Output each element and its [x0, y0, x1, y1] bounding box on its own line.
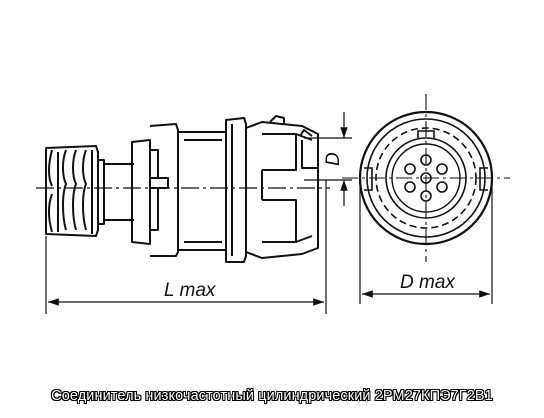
inner-ring: [391, 143, 461, 213]
contact-pin: [404, 181, 416, 193]
contact-pins: [404, 154, 448, 202]
small-diameter-dimension: [304, 112, 352, 206]
knurled-nut: [45, 145, 105, 237]
caption: Соединитель низкочастотный цилиндрически…: [51, 388, 493, 404]
coupling-ring: [225, 117, 247, 263]
contact-pin: [436, 181, 448, 193]
right-tab: [479, 167, 488, 191]
diameter-dimension: [359, 180, 493, 304]
front-view: [342, 94, 510, 262]
small-diameter-label: D: [323, 152, 344, 166]
outer-ring: [358, 110, 494, 246]
connector-neck: [104, 139, 169, 245]
insert-ring: [385, 137, 467, 219]
contact-pin: [436, 163, 448, 175]
side-view: [36, 115, 330, 263]
left-tab: [364, 167, 373, 191]
second-ring: [366, 118, 486, 238]
length-label: L max: [164, 280, 217, 301]
length-dimension: [45, 180, 327, 314]
key-notch: [417, 130, 435, 138]
diameter-label: D max: [400, 272, 456, 293]
contact-pin: [420, 154, 432, 166]
contact-pin: [420, 190, 432, 202]
connector-body: [149, 123, 227, 257]
front-shell: [245, 115, 319, 259]
thread-ring: [375, 127, 477, 229]
contact-pin: [404, 163, 416, 175]
contact-pin: [420, 172, 432, 184]
